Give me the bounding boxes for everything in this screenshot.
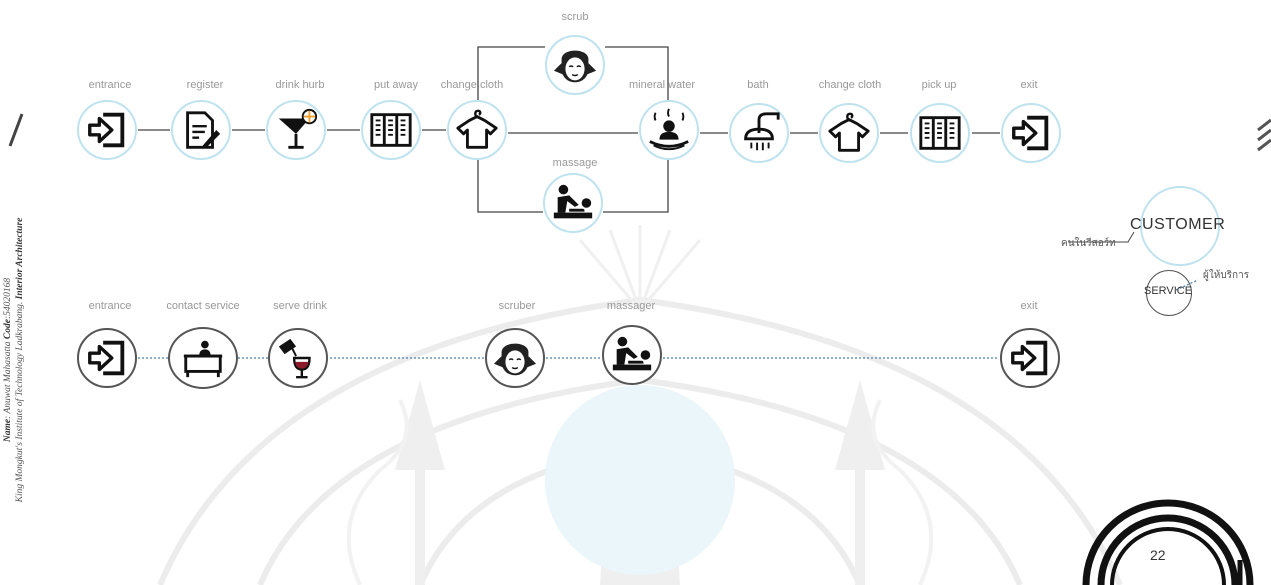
legend-customer-circle: CUSTOMER: [1130, 186, 1225, 266]
node-scrub: [545, 35, 605, 95]
shirt-hanger-icon: [456, 109, 498, 149]
wine-pour-icon: [278, 338, 311, 379]
label-change-cloth-2: change cloth: [818, 79, 882, 91]
legend-customer-thai: คนในรีสอร์ท: [1061, 238, 1116, 249]
node-mineral-water: [639, 100, 699, 160]
node-bath: [729, 103, 789, 163]
enter-icon: [1012, 115, 1049, 151]
label-scrub: scrub: [561, 11, 589, 23]
legend-service-thai: ผู้ให้บริการ: [1203, 270, 1250, 281]
label-contact-service: contact service: [166, 300, 240, 312]
pen-mark-icon: [8, 113, 24, 147]
node-drink-hurb: [266, 100, 326, 160]
legend-service-circle: SERVICE: [1144, 270, 1193, 316]
cocktail-glass-icon: [278, 108, 318, 149]
massage-icon: [612, 336, 652, 371]
enter-icon: [1011, 340, 1048, 376]
label-mineral-water: mineral water: [628, 79, 696, 91]
enter-icon: [88, 112, 125, 148]
page-number: 22: [1150, 547, 1166, 563]
document-pen-icon: [186, 111, 221, 149]
mineral-bath-icon: [649, 108, 689, 151]
node-entrance: [77, 100, 137, 160]
sidebar: Name: Anuwat Mahasatta Code:54020168 Kin…: [0, 0, 30, 585]
label-massage: massage: [552, 157, 598, 169]
label-drink-hurb: drink hurb: [275, 79, 325, 91]
node-change-cloth-2: [819, 103, 879, 163]
node-massage: [543, 173, 603, 233]
facial-scrub-icon: [493, 343, 537, 376]
shower-icon: [744, 112, 780, 151]
label-scruber: scruber: [498, 300, 536, 312]
label-service-exit: exit: [1020, 300, 1038, 312]
label-change-cloth-1: change cloth: [440, 79, 504, 91]
node-scruber: [485, 328, 545, 388]
label-exit: exit: [1020, 79, 1038, 91]
node-put-away: [361, 100, 421, 160]
node-change-cloth-1: [447, 100, 507, 160]
locker-icon: [370, 113, 412, 147]
label-serve-drink: serve drink: [273, 300, 327, 312]
node-service-exit: [1000, 328, 1060, 388]
node-serve-drink: [268, 328, 328, 388]
label-entrance: entrance: [88, 79, 132, 91]
legend-customer-label: CUSTOMER: [1130, 216, 1226, 233]
label-bath: bath: [747, 79, 769, 91]
facial-scrub-icon: [553, 50, 597, 83]
node-massager: [602, 325, 662, 385]
enter-icon: [88, 340, 125, 376]
node-service-entrance: [77, 328, 137, 388]
label-pick-up: pick up: [921, 79, 957, 91]
shirt-hanger-icon: [828, 112, 870, 152]
node-exit: [1001, 103, 1061, 163]
node-pick-up: [910, 103, 970, 163]
locker-icon: [919, 116, 961, 150]
label-register: register: [186, 79, 224, 91]
reception-desk-icon: [183, 340, 223, 378]
label-massager: massager: [606, 300, 656, 312]
node-contact-service: [168, 327, 238, 389]
label-service-entrance: entrance: [88, 300, 132, 312]
label-put-away: put away: [373, 79, 419, 91]
legend-service-label: SERVICE: [1144, 285, 1193, 297]
massage-icon: [553, 184, 593, 219]
node-register: [171, 100, 231, 160]
